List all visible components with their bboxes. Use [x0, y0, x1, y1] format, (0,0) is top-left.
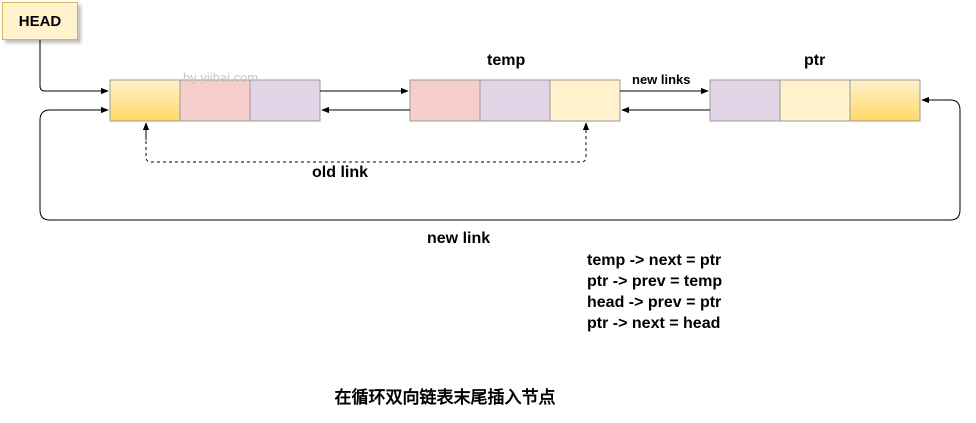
ptr-node-prev-cell: [709, 79, 781, 122]
code-line: temp -> next = ptr: [587, 252, 722, 269]
ptr-node: [709, 79, 921, 122]
code-block: temp -> next = ptr ptr -> prev = temp he…: [587, 250, 722, 334]
temp-label: temp: [487, 52, 526, 69]
head-label-box: HEAD: [2, 2, 78, 40]
caption: 在循环双向链表末尾插入节点: [334, 388, 556, 408]
watermark: by yiibai.com: [183, 70, 259, 85]
temp-node-data-cell: [479, 79, 551, 122]
head-node: [109, 79, 321, 122]
old-link-arrow: [145, 122, 590, 163]
old-link-label: old link: [312, 164, 368, 181]
code-line: ptr -> next = head: [587, 315, 721, 332]
head-node-data-cell: [179, 79, 251, 122]
new-links-label: new links: [632, 72, 691, 87]
temp-node-prev-cell: [409, 79, 481, 122]
new-link-label: new link: [427, 230, 491, 247]
code-line: head -> prev = ptr: [587, 294, 722, 311]
ptr-node-data-cell: [779, 79, 851, 122]
head-pointer-arrow: [39, 40, 109, 95]
temp-node-next-cell: [549, 79, 621, 122]
code-line: ptr -> prev = temp: [587, 273, 723, 290]
head-node-prev-cell: [109, 79, 181, 122]
head-label: HEAD: [18, 12, 62, 30]
temp-node: [409, 79, 621, 122]
ptr-label: ptr: [804, 52, 826, 69]
new-link-loop-to-ptr: [39, 96, 961, 221]
ptr-node-next-cell: [849, 79, 921, 122]
head-node-next-cell: [249, 79, 321, 122]
